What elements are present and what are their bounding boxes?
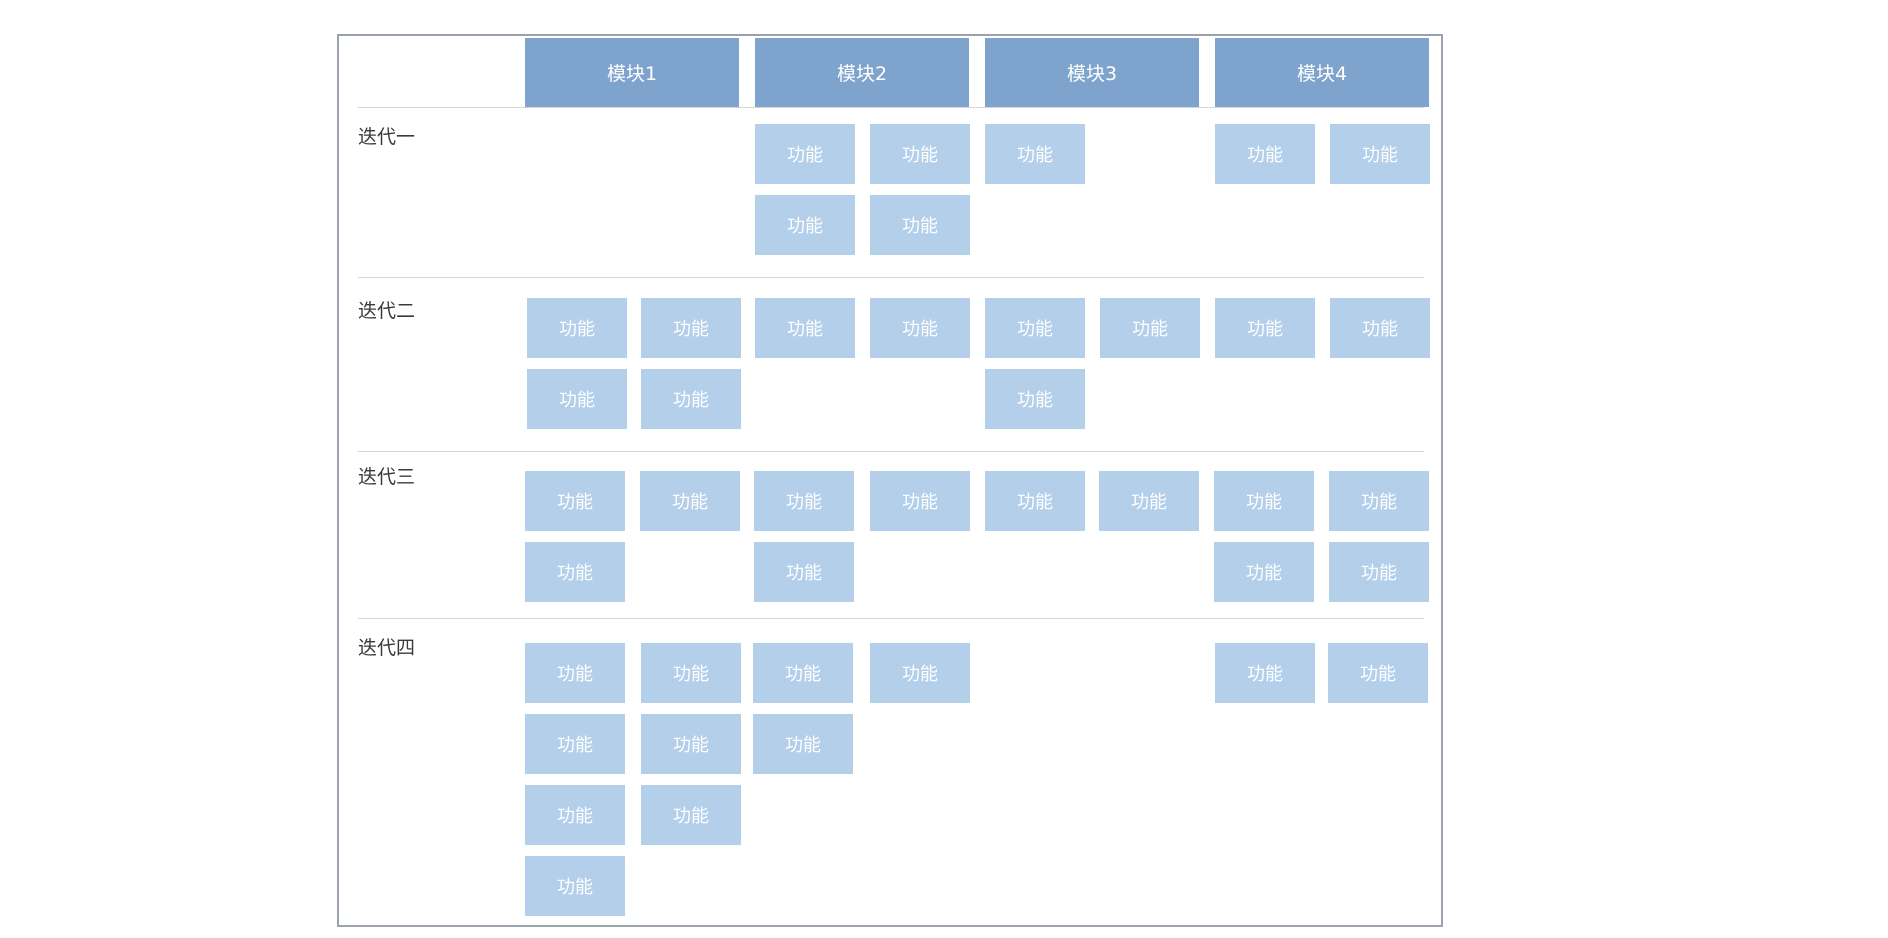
feature-box: 功能 (755, 298, 855, 358)
feature-box: 功能 (527, 298, 627, 358)
feature-box: 功能 (870, 643, 970, 703)
feature-box: 功能 (525, 785, 625, 845)
feature-box: 功能 (985, 124, 1085, 184)
feature-box: 功能 (641, 298, 741, 358)
feature-box: 功能 (870, 124, 970, 184)
feature-box: 功能 (755, 195, 855, 255)
feature-box: 功能 (525, 856, 625, 916)
feature-box: 功能 (1100, 298, 1200, 358)
feature-box: 功能 (870, 471, 970, 531)
module-header-2: 模块2 (755, 38, 969, 107)
feature-box: 功能 (641, 714, 741, 774)
feature-box: 功能 (1330, 124, 1430, 184)
header-divider (358, 107, 1424, 108)
feature-box: 功能 (985, 471, 1085, 531)
feature-box: 功能 (1215, 643, 1315, 703)
feature-box: 功能 (985, 298, 1085, 358)
iteration-label-3: 迭代三 (358, 466, 416, 488)
feature-box: 功能 (755, 124, 855, 184)
iteration-divider-3 (358, 618, 1424, 619)
iteration-divider-2 (358, 451, 1424, 452)
module-header-4: 模块4 (1215, 38, 1429, 107)
feature-box: 功能 (1328, 643, 1428, 703)
feature-box: 功能 (754, 542, 854, 602)
feature-box: 功能 (641, 369, 741, 429)
feature-box: 功能 (1215, 298, 1315, 358)
feature-box: 功能 (641, 785, 741, 845)
feature-box: 功能 (525, 643, 625, 703)
module-header-1: 模块1 (525, 38, 739, 107)
feature-box: 功能 (1329, 471, 1429, 531)
feature-box: 功能 (525, 542, 625, 602)
feature-box: 功能 (870, 298, 970, 358)
feature-box: 功能 (640, 471, 740, 531)
feature-box: 功能 (754, 471, 854, 531)
feature-box: 功能 (1099, 471, 1199, 531)
feature-box: 功能 (753, 714, 853, 774)
feature-box: 功能 (1215, 124, 1315, 184)
feature-box: 功能 (753, 643, 853, 703)
feature-box: 功能 (1214, 471, 1314, 531)
feature-box: 功能 (525, 714, 625, 774)
feature-box: 功能 (1329, 542, 1429, 602)
module-header-3: 模块3 (985, 38, 1199, 107)
feature-box: 功能 (527, 369, 627, 429)
iteration-label-2: 迭代二 (358, 300, 416, 322)
iteration-label-4: 迭代四 (358, 637, 416, 659)
iteration-divider-1 (358, 277, 1424, 278)
feature-box: 功能 (870, 195, 970, 255)
feature-box: 功能 (1330, 298, 1430, 358)
feature-box: 功能 (1214, 542, 1314, 602)
iteration-label-1: 迭代一 (358, 126, 416, 148)
feature-box: 功能 (985, 369, 1085, 429)
feature-box: 功能 (641, 643, 741, 703)
feature-box: 功能 (525, 471, 625, 531)
